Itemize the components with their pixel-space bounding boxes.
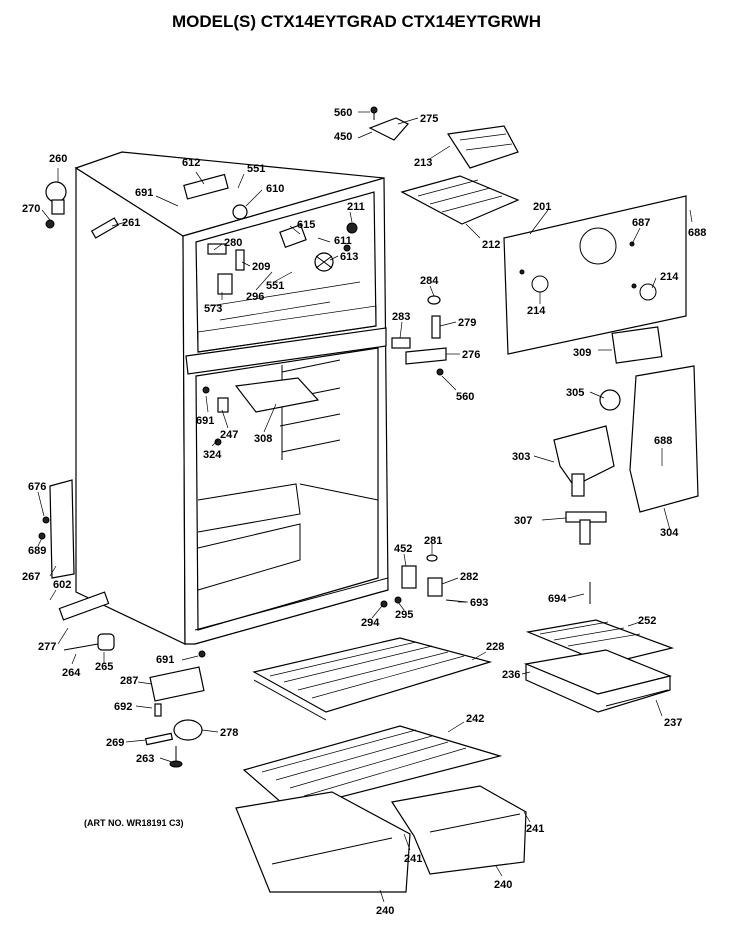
model-title: MODEL(S) CTX14EYTGRAD CTX14EYTGRWH [172,12,541,31]
cabinet [74,151,389,645]
callout-276: 276 [462,349,480,361]
callout-265: 265 [95,661,113,673]
shelf-252 [525,619,675,665]
evaporator-cover [503,195,687,355]
ice-tray [446,125,519,169]
callout-573: 573 [204,303,222,315]
callout-615: 615 [297,219,315,231]
callout-284: 284 [420,275,439,287]
callout-692: 692 [114,701,132,713]
evaporator-fan-assembly [183,173,358,295]
callout-691: 691 [156,654,174,666]
callout-241: 241 [526,823,544,835]
callout-212: 212 [482,239,500,251]
callout-213: 213 [414,157,432,169]
callout-282: 282 [460,571,478,583]
callout-691: 691 [135,187,153,199]
callout-287: 287 [120,675,138,687]
callout-261: 261 [122,217,140,229]
callout-275: 275 [420,113,438,125]
leveling-parts [63,633,205,768]
callout-610: 610 [266,183,284,195]
callout-560: 560 [456,391,474,403]
hinge-cam [45,181,120,239]
callout-241: 241 [404,853,422,865]
callout-551: 551 [266,280,284,292]
callout-324: 324 [203,449,222,461]
callout-296: 296 [246,291,264,303]
label-309 [611,326,663,364]
callout-214: 214 [527,305,546,317]
damper-control [553,365,699,545]
callout-283: 283 [392,311,410,323]
callout-551: 551 [247,163,265,175]
callout-211: 211 [347,201,365,213]
callout-279: 279 [458,317,476,329]
callout-688: 688 [688,227,706,239]
callout-689: 689 [28,545,46,557]
lower-hardware [198,554,591,658]
callout-267: 267 [22,571,40,583]
callout-450: 450 [334,131,352,143]
callout-281: 281 [424,535,442,547]
callout-676: 676 [28,481,46,493]
callout-611: 611 [334,235,352,247]
callout-602: 602 [53,579,71,591]
crisper-drawers [235,785,527,893]
callout-240: 240 [494,879,512,891]
leader-lines [37,111,693,903]
callout-278: 278 [220,727,238,739]
bottom-hinge-bracket [38,479,110,621]
callout-294: 294 [361,617,380,629]
callout-304: 304 [660,527,679,539]
callout-308: 308 [254,433,272,445]
top-hinge [368,106,409,141]
callout-452: 452 [394,543,412,555]
interior-brackets [202,377,320,446]
callout-264: 264 [62,667,81,679]
callout-303: 303 [512,451,530,463]
callout-236: 236 [502,669,520,681]
callout-280: 280 [224,237,242,249]
callout-295: 295 [395,609,413,621]
callout-270: 270 [22,203,40,215]
callout-688: 688 [654,435,672,447]
callout-305: 305 [566,387,584,399]
crisper-cover [242,725,503,811]
callout-263: 263 [136,753,154,765]
callout-693: 693 [470,597,488,609]
callout-613: 613 [340,251,358,263]
callout-201: 201 [533,201,551,213]
callout-269: 269 [106,737,124,749]
freezer-shelf [400,175,520,225]
callout-560: 560 [334,107,352,119]
callout-labels: 560 275 450 213 260 270 612 551 691 610 … [22,107,706,917]
callout-252: 252 [638,615,656,627]
callout-260: 260 [49,153,67,165]
art-number: (ART NO. WR18191 C3) [84,818,184,828]
callout-687: 687 [632,217,650,229]
callout-691: 691 [196,415,214,427]
callout-237: 237 [664,717,682,729]
callout-277: 277 [38,641,56,653]
cold-control-parts [391,295,447,376]
callout-612: 612 [182,157,200,169]
callout-247: 247 [220,429,238,441]
callout-228: 228 [486,641,504,653]
shelf-228 [252,637,493,721]
callout-694: 694 [548,593,567,605]
meat-pan [523,649,672,713]
callout-309: 309 [573,347,591,359]
callout-214: 214 [660,271,679,283]
callout-209: 209 [252,261,270,273]
callout-307: 307 [514,515,532,527]
callout-240: 240 [376,905,394,917]
callout-242: 242 [466,713,484,725]
